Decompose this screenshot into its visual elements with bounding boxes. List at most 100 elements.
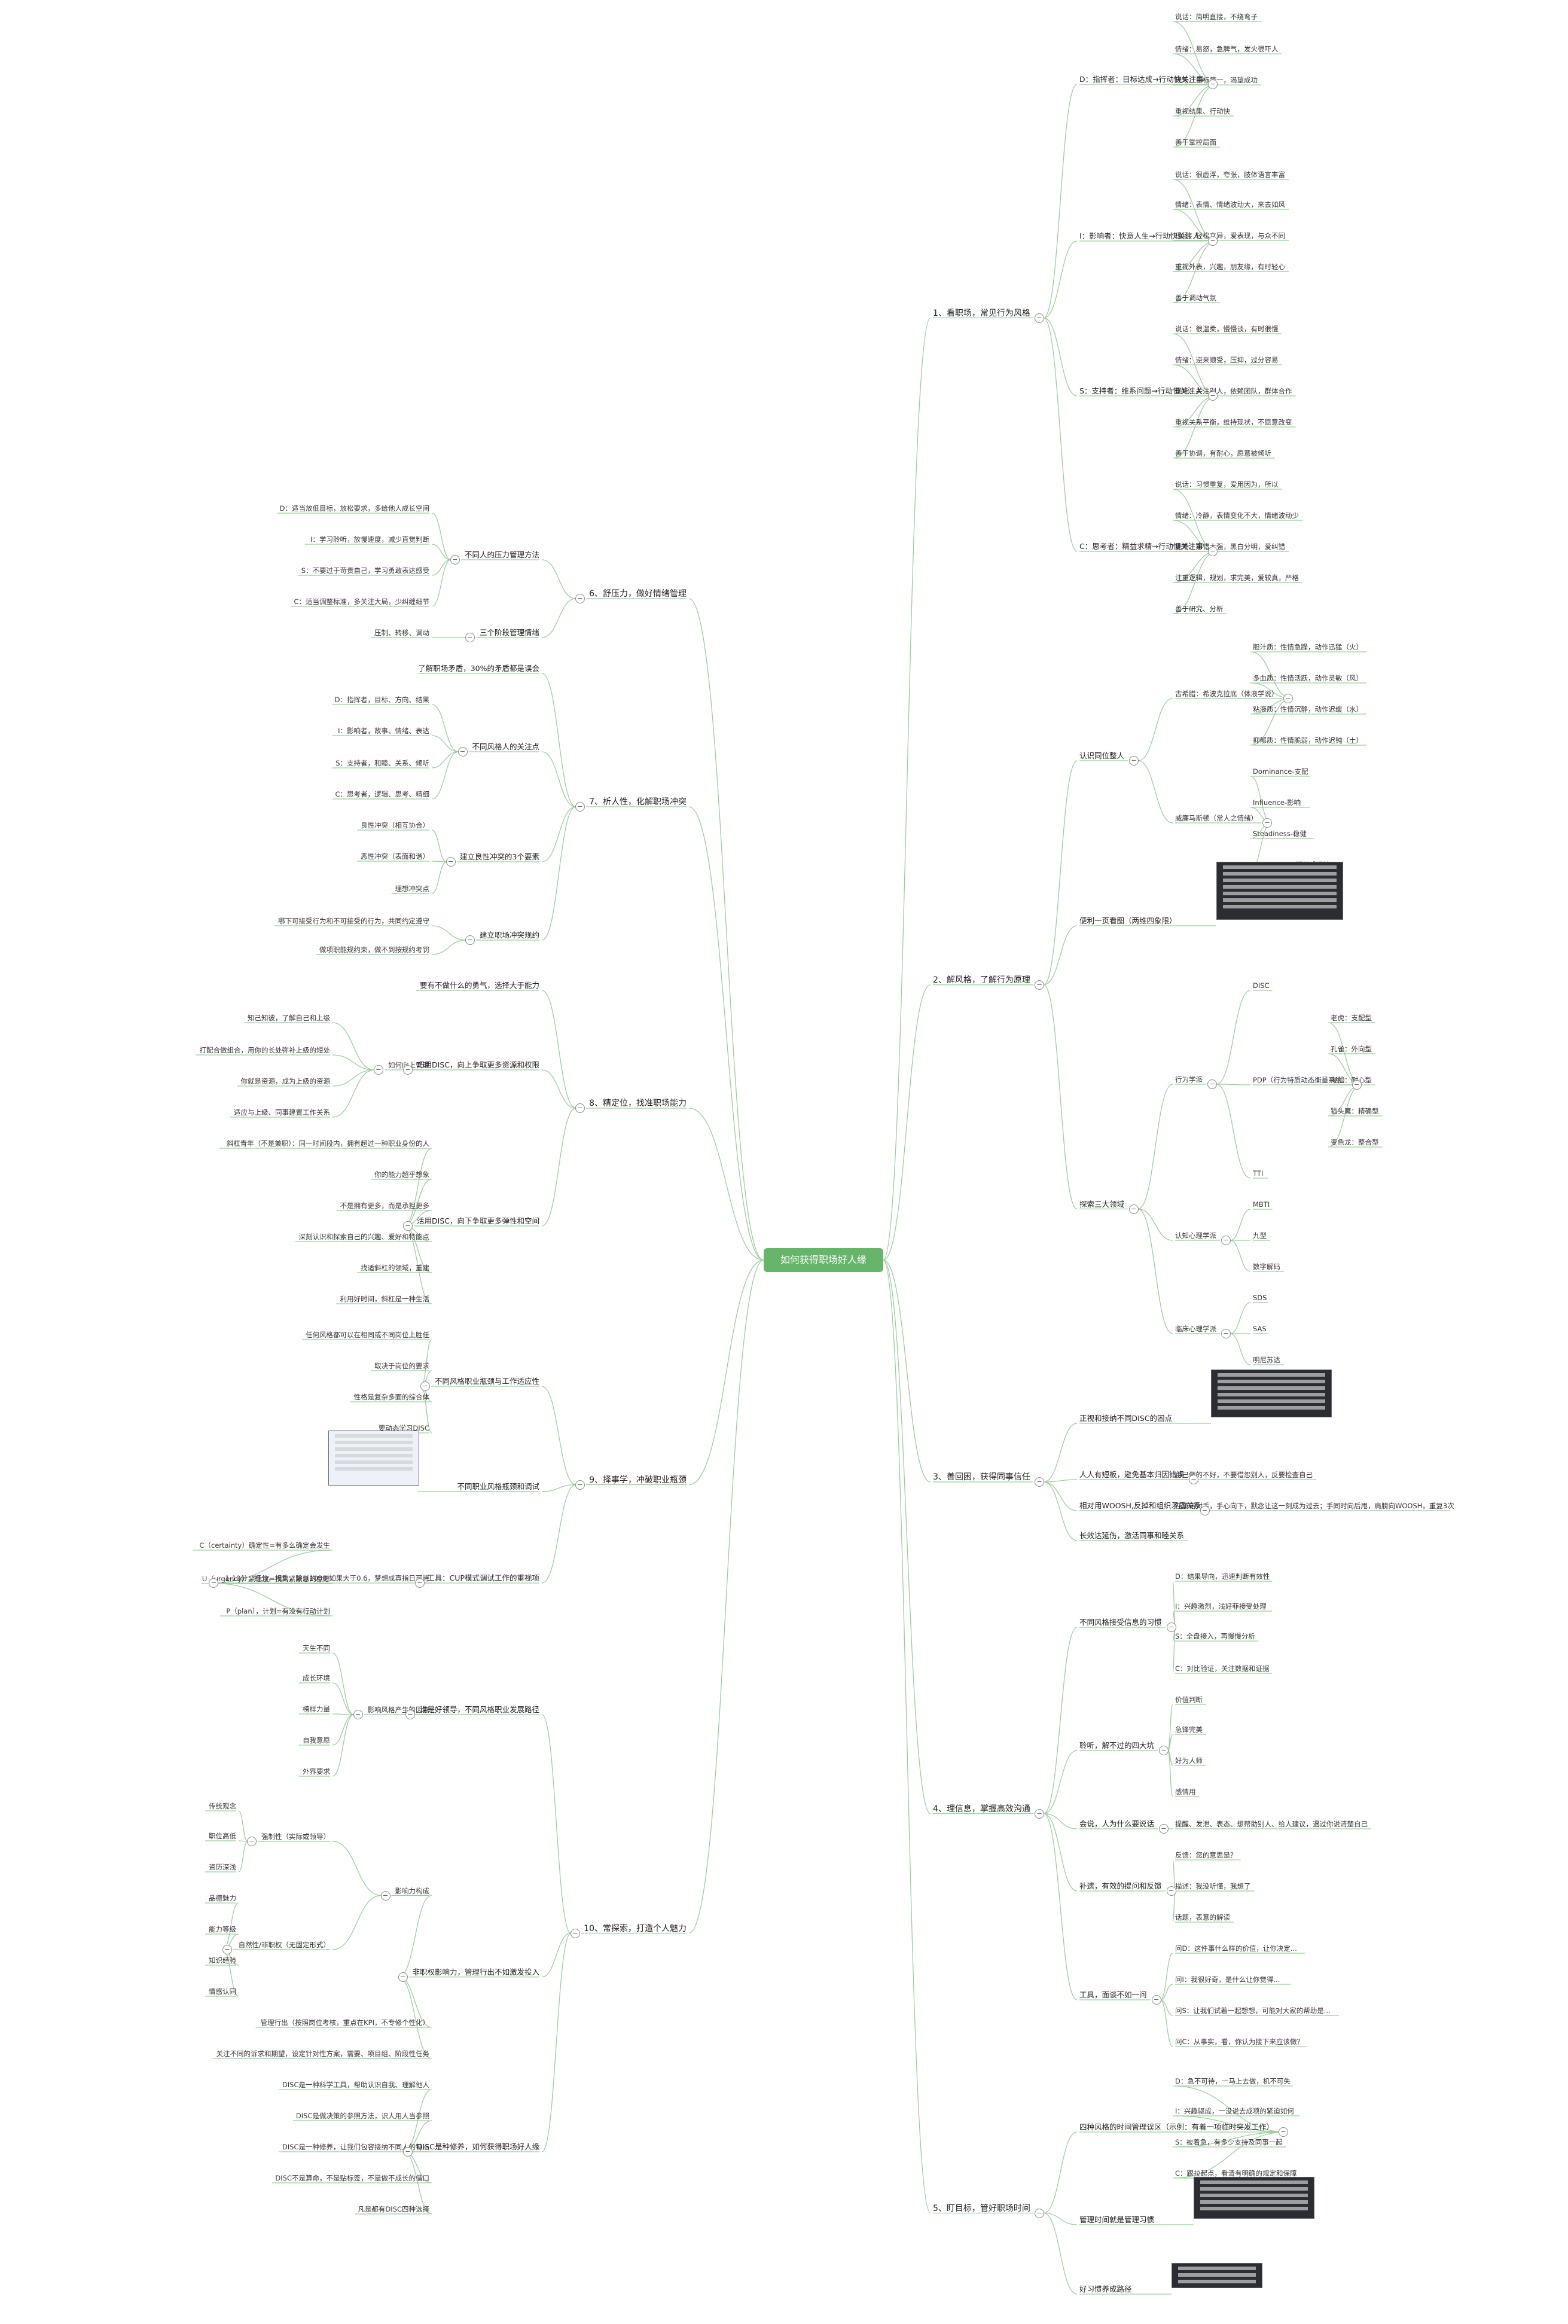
subtopic[interactable]: 反馈：您的意思是？ [1175,1851,1237,1859]
collapse-toggle[interactable]: − [403,1221,413,1231]
subtopic[interactable]: 现场：对错太强，黑白分明，爱纠错 [1175,542,1285,551]
subtopic[interactable]: 问C：从事实，看，你认为接下来应该做？ [1175,2038,1304,2046]
subtopic[interactable]: 多血质：性情活跃，动作灵敏（风） [1253,674,1363,682]
collapse-toggle[interactable]: − [465,935,475,945]
subtopic[interactable]: 资历深浅 [209,1863,236,1871]
subtopic[interactable]: 巧用DISC，向上争取更多资源和权限 [417,1060,539,1069]
subtopic[interactable]: 人人有短板，避免基本归因错误 [1079,1470,1185,1479]
main-topic[interactable]: 3、善回困，获得同事信任 [933,1472,1030,1482]
subtopic[interactable]: 百己做的不好，不要借怨别人，反要检查自己 [1175,1471,1313,1479]
subtopic[interactable]: PDP（行为特质动态衡量系统） [1253,1076,1349,1084]
subtopic[interactable]: 善于协调，有耐心，愿意被倾听 [1175,449,1271,458]
subtopic[interactable]: MBTI [1253,1200,1270,1209]
subtopic[interactable]: 猫头鹰：精确型 [1331,1107,1379,1115]
subtopic[interactable]: 谁是好领导，不同风格职业发展路径 [419,1705,539,1714]
subtopic[interactable]: 强制性（实际或领导） [261,1832,330,1841]
subtopic[interactable]: S：支持者，和睦、关系、倾听 [335,759,429,767]
subtopic[interactable]: 便利一页看图（两维四象限） [1079,916,1177,925]
subtopic[interactable]: 不同风格人的关注点 [472,742,539,751]
subtopic[interactable]: 情绪：表情、情绪波动大，来去如风 [1175,200,1285,209]
collapse-toggle[interactable]: − [1129,756,1139,765]
subtopic[interactable]: 情绪：易怒，急脾气，发火很吓人 [1175,45,1279,53]
subtopic[interactable]: 善于掌控局面 [1175,138,1216,147]
subtopic[interactable]: 说话：简明直接，不绕弯子 [1175,13,1258,21]
subtopic[interactable]: SAS [1253,1325,1267,1333]
subtopic[interactable]: 提醒、发泄、表态、想帮助别人、给人建议，遇过你说清楚自己 [1175,1820,1368,1828]
collapse-toggle[interactable]: − [1151,1995,1161,2005]
subtopic[interactable]: TTI [1253,1169,1264,1178]
subtopic[interactable]: 在承诺对手，手心向下，默念让这一刻成为过去；手同时向后甩，肩膀向WOOSH，重复… [1175,1502,1454,1510]
subtopic[interactable]: 注重逻辑，规划，求完美，爱较真，严格 [1175,574,1299,582]
subtopic[interactable]: 正视和接纳不同DISC的困点 [1079,1414,1172,1423]
subtopic[interactable]: 不同人的压力管理方法 [464,550,539,559]
collapse-toggle[interactable]: − [1208,236,1218,246]
subtopic[interactable]: U（urgency）紧急度=找到紧紧急的意愿 [202,1575,330,1583]
subtopic[interactable]: 职位高低 [209,1832,236,1840]
collapse-toggle[interactable]: − [353,1710,363,1719]
subtopic[interactable]: I：学习聆听，放慢速度，减少直觉判断 [310,535,429,544]
subtopic[interactable]: 数字解码 [1253,1262,1280,1271]
collapse-toggle[interactable]: − [222,1945,232,1954]
subtopic[interactable]: 找适斜杠的领域，重建 [361,1264,429,1272]
subtopic[interactable]: S：不要过于苛责自己，学习勇敢表达感受 [301,566,429,575]
collapse-toggle[interactable]: − [1352,1080,1362,1090]
collapse-toggle[interactable]: − [1035,1477,1045,1487]
subtopic[interactable]: D：结果导向，迅速判断有效性 [1175,1572,1270,1581]
subtopic[interactable]: P（plan），计划=有没有行动计划 [226,1607,330,1615]
subtopic[interactable]: S：被着急，有多少支持及同事一起 [1175,2138,1283,2146]
subtopic[interactable]: D：指挥者：目标达成→行动快关注事 [1079,75,1204,84]
collapse-toggle[interactable]: − [398,1972,408,1982]
subtopic[interactable]: 关注不同的诉求和期望，设定针对性方案，需要、项目组、阶段性任务 [216,2049,430,2058]
subtopic[interactable]: 重视关系平衡，维持现状，不愿意改变 [1175,418,1292,426]
subtopic[interactable]: C：思考者：精益求精→行动慢关注事 [1079,542,1203,551]
subtopic[interactable]: C：跟拉起点，看清有明确的规定和保障 [1175,2169,1297,2177]
subtopic[interactable]: 深刻认识和探索自己的兴趣、爱好和特能点 [298,1233,430,1241]
subtopic[interactable]: 好习惯养成路径 [1079,2285,1132,2293]
subtopic[interactable]: SDS [1253,1294,1267,1302]
embedded-image-thumbnail[interactable] [1194,2177,1314,2219]
collapse-toggle[interactable]: − [1035,1808,1045,1819]
subtopic[interactable]: 天生不同 [303,1644,330,1652]
collapse-toggle[interactable]: − [1221,1236,1231,1245]
subtopic[interactable]: 会说，人为什么要说话 [1079,1819,1155,1828]
subtopic[interactable]: 打配合做组合，用你的长处弥补上级的短处 [199,1046,331,1054]
subtopic[interactable]: S：全盘接入，再慢慢分析 [1175,1632,1255,1640]
collapse-toggle[interactable]: − [1208,547,1218,556]
main-topic[interactable]: 9、择事学，冲破职业瓶颈 [589,1475,687,1485]
main-topic[interactable]: 6、舒压力，做好情绪管理 [589,589,687,599]
collapse-toggle[interactable]: − [380,1890,391,1901]
subtopic[interactable]: DISC [1253,981,1270,990]
subtopic[interactable]: 认知心理学派 [1175,1231,1216,1240]
subtopic[interactable]: 工具，面谈不如一问 [1079,1990,1147,1999]
subtopic[interactable]: 长效达延伤，激活同事和睦关系 [1079,1531,1185,1540]
subtopic[interactable]: I：兴趣激烈，浅好菲接受处理 [1175,1602,1267,1611]
subtopic[interactable]: 描述：我没听懂，我想了 [1175,1882,1251,1890]
subtopic[interactable]: 外界要求 [303,1767,330,1776]
subtopic[interactable]: 你就是资源，成为上级的资源 [240,1077,331,1085]
subtopic[interactable]: D：急不可待，一马上去做，机不可失 [1175,2077,1291,2085]
subtopic[interactable]: 明尼苏达 [1253,1356,1280,1364]
collapse-toggle[interactable]: − [1035,980,1045,990]
embedded-image-thumbnail[interactable] [1171,2263,1262,2288]
subtopic[interactable]: 现场：轻松立异，爱表现，与众不同 [1175,231,1285,240]
subtopic[interactable]: S：支持者：维系问题→行动慢关注人 [1079,386,1203,395]
subtopic[interactable]: 利用好时间，斜杠是一种生活 [340,1295,430,1303]
subtopic[interactable]: 取决于岗位的要求 [374,1362,429,1370]
collapse-toggle[interactable]: − [209,1578,219,1588]
collapse-toggle[interactable]: − [575,1480,585,1490]
subtopic[interactable]: DISC是种修养，如何获得职场好人缘 [417,2142,539,2151]
subtopic[interactable]: 传统观念 [209,1802,236,1810]
subtopic[interactable]: 现场：关注别人，依赖团队，群体合作 [1175,387,1292,395]
subtopic[interactable]: 善于研究、分析 [1175,605,1224,613]
subtopic[interactable]: 凡是都有DISC四种选择 [358,2205,429,2213]
collapse-toggle[interactable]: − [450,555,460,565]
subtopic[interactable]: 要动态学习DISC [378,1424,429,1432]
subtopic[interactable]: C（certainty）确定性=有多么确定会发生 [199,1541,330,1550]
subtopic[interactable]: 情绪：冷静，表情变化不大，情绪波动少 [1175,511,1299,520]
subtopic[interactable]: 补遗，有效的提问和反馈 [1079,1881,1162,1890]
subtopic[interactable]: 话题，表意的解读 [1175,1913,1230,1922]
subtopic[interactable]: 重视外表，兴趣，朋友缘，有时轻心 [1175,263,1285,271]
embedded-image-thumbnail[interactable] [328,1431,419,1486]
subtopic[interactable]: 现场：目标第一，渴望成功 [1175,76,1258,84]
subtopic[interactable]: 建立良性冲突的3个要素 [460,852,539,861]
